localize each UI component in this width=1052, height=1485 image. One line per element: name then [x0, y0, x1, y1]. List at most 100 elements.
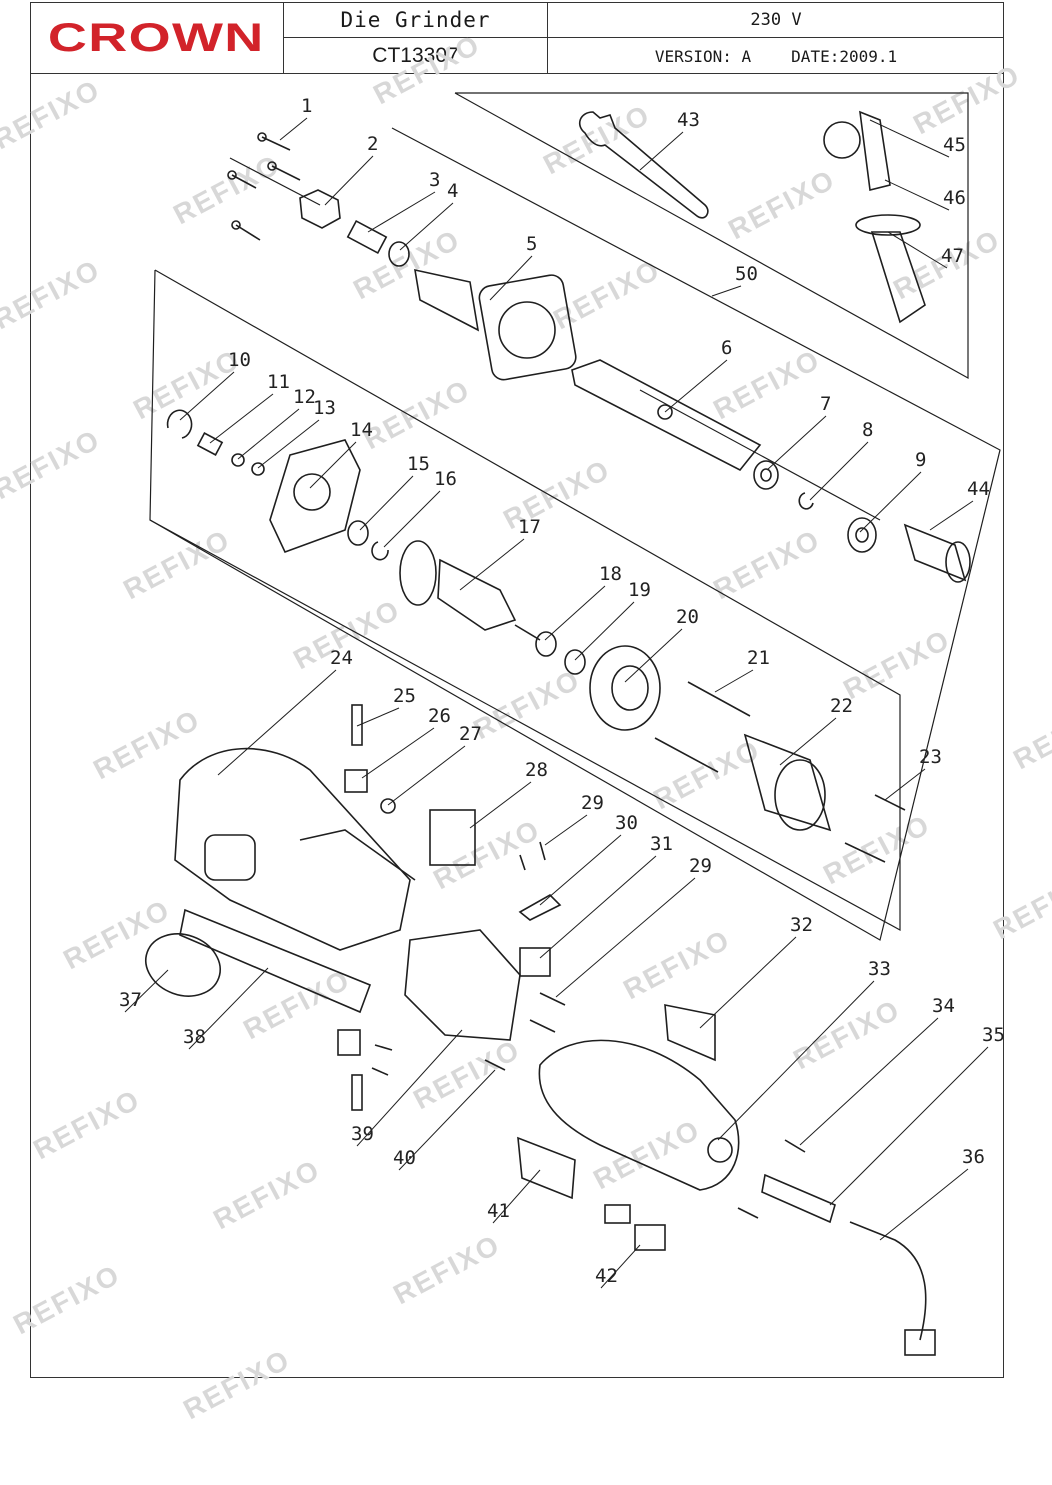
part-number-label: 11	[267, 371, 290, 393]
brush-holder-icon	[404, 929, 521, 1041]
watermark-text: REFIXO	[538, 98, 655, 180]
leader-line	[356, 707, 400, 727]
watermark-text: REFIXO	[8, 1258, 125, 1340]
part-number-label: 17	[518, 516, 541, 538]
watermark-text: REFIXO	[788, 993, 905, 1075]
leader-line	[356, 1029, 463, 1147]
brand-logo: CROWN	[30, 2, 284, 74]
leader-line	[459, 538, 525, 591]
circlip-icon	[371, 541, 389, 561]
watermark-text: REFIXO	[348, 223, 465, 305]
watermark-text: REFIXO	[618, 923, 735, 1005]
leader-line	[884, 768, 926, 801]
bushing-icon	[196, 432, 224, 456]
part-number-label: 33	[868, 958, 891, 980]
leader-line	[544, 814, 588, 846]
watermark-text: REFIXO	[178, 1343, 295, 1425]
leader-line	[717, 980, 875, 1141]
part-number-label: 15	[407, 453, 430, 475]
screw-icon	[737, 1207, 759, 1219]
part-number-label: 4	[447, 180, 458, 202]
leader-line	[324, 155, 374, 206]
part-number-label: 45	[943, 134, 966, 156]
ring-icon	[231, 453, 245, 467]
watermark-text: REFIXO	[168, 148, 285, 230]
watermark-text: REFIXO	[58, 893, 175, 975]
leader-line	[639, 131, 684, 171]
connector-icon	[604, 1204, 631, 1224]
watermark-text: REFIXO	[708, 523, 825, 605]
screw-icon	[529, 1019, 556, 1033]
watermark-text: REFIXO	[0, 253, 105, 335]
screw-icon	[227, 170, 257, 189]
part-number-label: 14	[350, 419, 373, 441]
motor-housing-icon	[174, 747, 416, 951]
screw-icon	[784, 1139, 806, 1153]
watermark-text: REFIXO	[468, 663, 585, 745]
part-number-label: 43	[677, 109, 700, 131]
collet-nut-icon	[299, 189, 341, 229]
header-divider	[30, 73, 1004, 74]
leader-line	[624, 628, 683, 683]
leader-line	[809, 441, 869, 501]
part-number-label: 7	[820, 393, 831, 415]
leader-line	[492, 1169, 541, 1224]
screw-icon	[374, 1044, 393, 1051]
watermark-text: REFIXO	[0, 423, 105, 505]
part-number-label: 16	[434, 468, 457, 490]
leader-line	[869, 119, 950, 158]
axis-line-1	[229, 157, 321, 206]
part-number-label: 19	[628, 579, 651, 601]
part-number-label: 23	[919, 746, 942, 768]
leader-line	[829, 1046, 989, 1206]
watermark-text: REFIXO	[548, 253, 665, 335]
part-number-label: 27	[459, 723, 482, 745]
part-number-label: 20	[676, 606, 699, 628]
bearing-icon	[847, 517, 877, 553]
leader-line	[799, 1017, 939, 1146]
screw-icon	[257, 132, 291, 151]
part-number-label: 42	[595, 1265, 618, 1287]
watermark-text: REFIXO	[88, 703, 205, 785]
watermark-text: REFIXO	[988, 863, 1052, 945]
watermark-text: REFIXO	[818, 808, 935, 890]
date: DATE:2009.1	[791, 46, 898, 66]
leader-line	[209, 393, 274, 444]
connector-icon	[634, 1224, 666, 1251]
outline-spindle-group	[149, 127, 1001, 941]
part-number-label: 28	[525, 759, 548, 781]
bearing-icon	[564, 649, 586, 675]
bearing-seat-icon	[589, 645, 661, 731]
long-screw-icon	[687, 681, 751, 717]
outline-handle-group	[454, 92, 969, 380]
power-cord-icon	[849, 1221, 927, 1341]
leader-line	[124, 969, 169, 1013]
parts	[145, 110, 971, 1356]
spindle-shaft-icon	[571, 359, 762, 472]
filter-cover-icon	[903, 523, 971, 583]
leader-line	[188, 967, 269, 1050]
screw-icon	[484, 1059, 506, 1071]
leader-line	[766, 415, 827, 471]
part-number-label: 25	[393, 685, 416, 707]
screw-icon	[539, 841, 546, 861]
terminal-icon	[844, 842, 886, 863]
leader-line	[359, 475, 414, 531]
leader-line	[539, 855, 657, 959]
leader-line	[179, 371, 235, 421]
end-cap-icon	[145, 933, 221, 997]
label-plate-icon	[664, 1004, 716, 1062]
part-number-label: 26	[428, 705, 451, 727]
part-number-label: 37	[119, 989, 142, 1011]
part-number-label: 29	[689, 855, 712, 877]
auxiliary-handle-icon	[823, 110, 926, 324]
leader-line	[699, 936, 797, 1029]
leader-lines	[124, 117, 989, 1289]
part-number-label: 13	[313, 397, 336, 419]
leader-line	[859, 471, 922, 533]
lever-icon	[380, 798, 396, 814]
part-number-label: 10	[228, 349, 251, 371]
part-number-label: 1	[301, 95, 312, 117]
